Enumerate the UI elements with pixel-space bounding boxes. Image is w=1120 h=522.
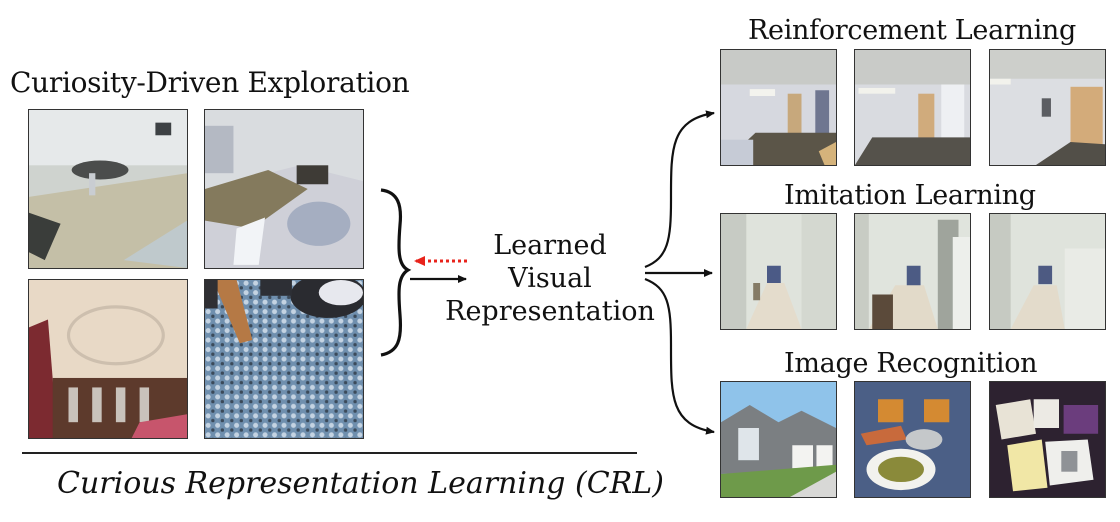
rl-tile-3 xyxy=(989,49,1106,166)
rl-tile-1 xyxy=(720,49,837,166)
left-brace-icon xyxy=(380,188,412,357)
crl-title: Curious Representation Learning (CRL) xyxy=(57,466,664,501)
task-title-reinforcement-learning: Reinforcement Learning xyxy=(748,15,1076,46)
exploration-tile-4 xyxy=(204,279,364,439)
section-divider xyxy=(22,452,637,454)
exploration-tile-1 xyxy=(28,109,188,269)
center-label-line-1: Learned xyxy=(493,230,607,261)
learned-visual-representation-label: Learned Visual Representation xyxy=(440,229,660,328)
center-label-line-2: Visual xyxy=(508,263,592,294)
exploration-tile-3 xyxy=(28,279,188,439)
il-tile-2 xyxy=(854,213,971,330)
left-section-title: Curiosity-Driven Exploration xyxy=(10,66,410,99)
ir-tile-house xyxy=(720,381,837,498)
center-label-line-3: Representation xyxy=(445,296,655,327)
ir-tile-papers xyxy=(989,381,1106,498)
task-title-image-recognition: Image Recognition xyxy=(784,348,1038,379)
task-title-imitation-learning: Imitation Learning xyxy=(784,180,1036,211)
il-tile-1 xyxy=(720,213,837,330)
ir-tile-soup xyxy=(854,381,971,498)
rl-tile-2 xyxy=(854,49,971,166)
exploration-tile-2 xyxy=(204,109,364,269)
il-tile-3 xyxy=(989,213,1106,330)
